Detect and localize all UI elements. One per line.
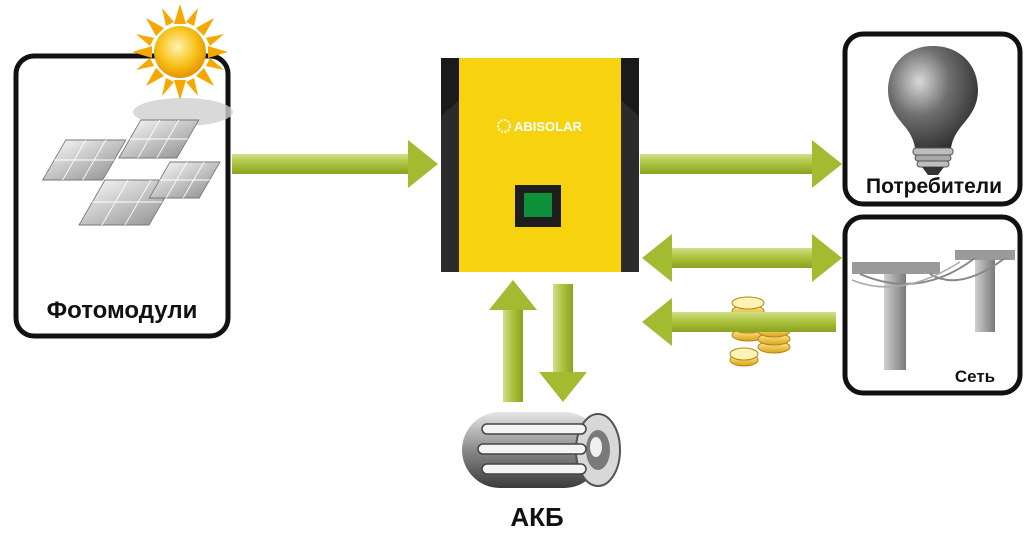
consumers-label: Потребители xyxy=(866,175,1002,198)
solar-panel-icon xyxy=(41,98,233,226)
battery-label: АКБ xyxy=(510,502,563,532)
arrow-panels-to-inverter xyxy=(232,140,438,188)
panels-node: Фотомодули xyxy=(13,53,233,339)
inverter-brand: ABISOLAR xyxy=(514,119,583,134)
sun-icon xyxy=(132,4,228,100)
battery-node: АКБ xyxy=(462,412,621,532)
arrow-battery-to-inverter xyxy=(489,280,537,402)
light-bulb-icon xyxy=(888,46,978,175)
consumers-node: Потребители xyxy=(842,31,1023,207)
power-line-icon xyxy=(851,250,1015,370)
arrow-inverter-grid-bidirectional xyxy=(642,234,842,282)
abisolar-logo-icon: ABISOLAR xyxy=(497,119,583,134)
battery-icon xyxy=(462,412,621,488)
grid-label: Сеть xyxy=(955,367,995,386)
panels-label: Фотомодули xyxy=(47,297,198,324)
inverter-node: ABISOLAR xyxy=(441,58,639,272)
arrow-grid-to-inverter xyxy=(642,298,836,346)
grid-node: Сеть xyxy=(842,214,1023,396)
arrow-inverter-to-battery xyxy=(539,284,587,402)
inverter-screen xyxy=(524,193,552,217)
arrow-inverter-to-consumers xyxy=(640,140,842,188)
